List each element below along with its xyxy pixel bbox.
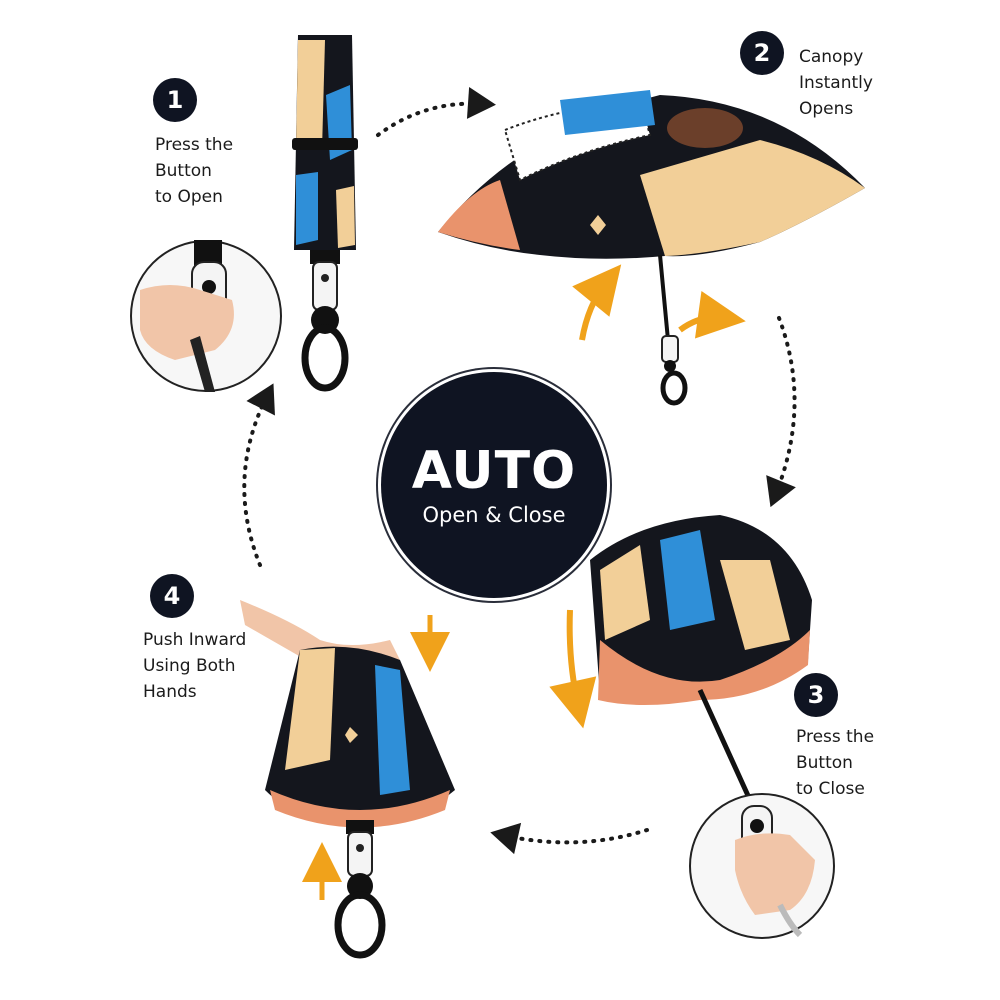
closing-umbrella-illustration <box>549 515 812 802</box>
hand-press-open-inset <box>130 240 282 392</box>
push-inward-illustration <box>240 600 455 959</box>
step-3-label: Press the Button to Close <box>796 724 874 802</box>
center-subtitle: Open & Close <box>422 503 566 527</box>
hand-press-close-inset <box>689 793 835 939</box>
step-1-label: Press the Button to Open <box>155 132 233 210</box>
step-4-label: Push Inward Using Both Hands <box>143 627 246 705</box>
step-4-line-1: Push Inward <box>143 630 247 650</box>
open-umbrella-illustration <box>438 90 865 406</box>
auto-open-close-badge: AUTO Open & Close <box>381 372 607 598</box>
cycle-arrow-1-to-2 <box>376 86 496 137</box>
cycle-arrow-2-to-3 <box>766 316 797 508</box>
step-4-line-2: Using Both <box>143 656 236 676</box>
step-2-line-3: Opens <box>799 99 854 119</box>
step-2-label: Canopy Instantly Opens <box>799 44 873 122</box>
step-1-number: 1 <box>153 78 197 122</box>
step-4-line-3: Hands <box>143 682 197 702</box>
step-3-line-1: Press the <box>796 727 875 747</box>
closed-umbrella-illustration <box>292 35 358 392</box>
step-2-line-1: Canopy <box>799 47 864 67</box>
cycle-arrow-4-to-1 <box>242 383 275 567</box>
step-4-number: 4 <box>150 574 194 618</box>
step-1-line-1: Press the <box>155 135 234 155</box>
cycle-arrow-3-to-4 <box>490 822 649 855</box>
step-3-line-2: Button <box>796 753 853 773</box>
step-3-number: 3 <box>794 673 838 717</box>
step-1-line-3: to Open <box>155 187 223 207</box>
step-1-line-2: Button <box>155 161 212 181</box>
step-2-line-2: Instantly <box>799 73 873 93</box>
step-2-number: 2 <box>740 31 784 75</box>
step-3-line-3: to Close <box>796 779 865 799</box>
center-title: AUTO <box>411 441 577 501</box>
